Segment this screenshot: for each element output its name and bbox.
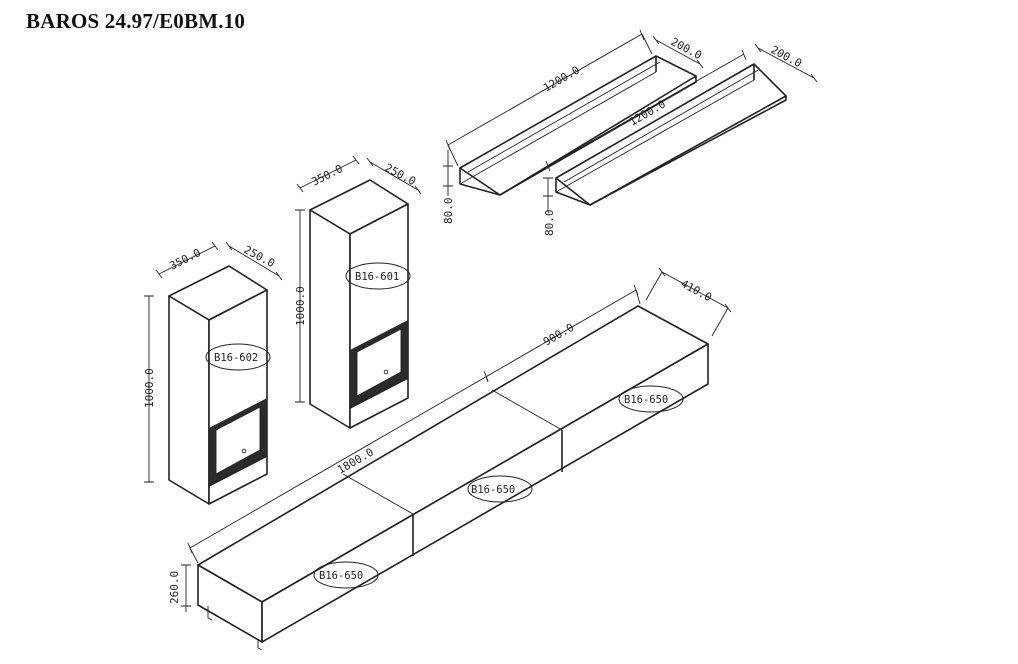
tv-module-b-label: B16-650 xyxy=(467,475,533,503)
tv-lowboard xyxy=(197,305,709,651)
cabinet-b16-601-width-dim: 350.0 xyxy=(296,155,360,193)
shelf1-height-label: 80.0 xyxy=(442,198,455,225)
cabinet-b16-602-width-dim: 350.0 xyxy=(155,241,219,279)
cabinet-b16-602-label: B16-602 xyxy=(205,343,271,371)
page-title: BAROS 24.97/E0BM.10 xyxy=(26,9,246,33)
cabinet-b16-602 xyxy=(168,265,268,505)
tv-module-length-label: 900.0 xyxy=(541,321,576,349)
tv-height-label: 260.0 xyxy=(168,571,181,604)
shelf1-depth-label: 200.0 xyxy=(669,35,704,62)
cabinet-b16-601-depth-label: 250.0 xyxy=(383,161,418,188)
shelf2-height-dim: 80.0 xyxy=(543,177,556,237)
cabinet-b16-602-height-dim: 1000.0 xyxy=(143,295,156,483)
cabinet-b16-602-depth-label: 250.0 xyxy=(242,243,277,270)
wall-shelf-1 xyxy=(459,55,697,196)
cabinet-b16-601-width-label: 350.0 xyxy=(309,162,344,189)
tv-module-c-label: B16-650 xyxy=(618,385,684,413)
cabinet-b16-601-label-text: B16-601 xyxy=(355,271,399,283)
cabinet-b16-601-height-label: 1000.0 xyxy=(294,286,307,326)
shelf1-length-label: 1200.0 xyxy=(541,63,582,94)
cabinet-b16-601 xyxy=(309,179,409,429)
wall-shelf-2 xyxy=(555,63,787,206)
shelf2-depth-label: 200.0 xyxy=(769,43,804,70)
tv-height-dim: 260.0 xyxy=(168,564,191,612)
shelf1-height-dim: 80.0 xyxy=(442,150,455,224)
tv-module-a-label-text: B16-650 xyxy=(319,570,363,582)
cabinet-b16-601-height-dim: 1000.0 xyxy=(294,209,307,403)
tv-module-a-label: B16-650 xyxy=(313,561,379,589)
cabinet-b16-602-width-label: 350.0 xyxy=(167,246,202,273)
cabinet-b16-602-height-label: 1000.0 xyxy=(143,368,156,408)
cabinet-b16-601-label: B16-601 xyxy=(345,262,411,290)
tv-module-c-label-text: B16-650 xyxy=(624,394,668,406)
cabinet-b16-602-label-text: B16-602 xyxy=(214,352,258,364)
tv-depth-label: 410.0 xyxy=(679,277,714,304)
tv-module-b-label-text: B16-650 xyxy=(471,484,515,496)
shelf2-height-label: 80.0 xyxy=(543,210,556,237)
